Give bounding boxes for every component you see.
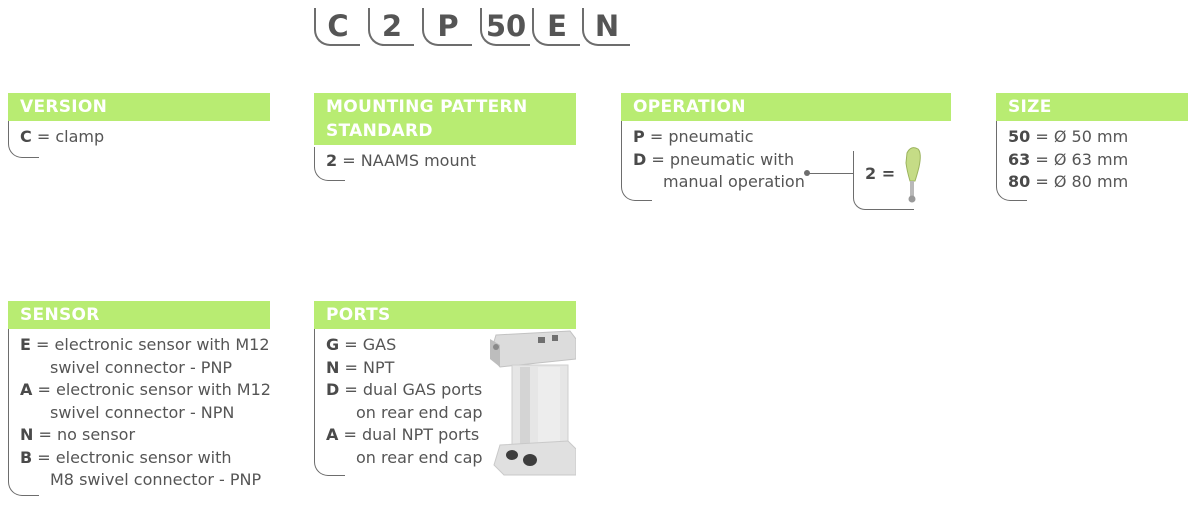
size-bracket (996, 121, 1027, 201)
size-item-50: 50 = Ø 50 mm (1008, 127, 1129, 146)
code-box-size: 50 (480, 8, 530, 46)
code-box-version: C (314, 8, 360, 46)
code-box-mounting: 2 (368, 8, 414, 46)
ports-item-d: D = dual GAS ports (326, 380, 483, 399)
ports-item-a-cont: on rear end cap (356, 448, 483, 467)
size-item-80: 80 = Ø 80 mm (1008, 172, 1129, 191)
size-section: SIZE 50 = Ø 50 mm 63 = Ø 63 mm 80 = Ø 80… (996, 93, 1188, 203)
ports-bracket (314, 329, 345, 476)
operation-item-d: D = pneumatic with (633, 150, 795, 169)
version-title: VERSION (8, 93, 270, 121)
sensor-item-e: E = electronic sensor with M12 (20, 335, 270, 354)
sensor-title: SENSOR (8, 301, 270, 329)
mounting-title: MOUNTING PATTERN STANDARD (314, 93, 576, 145)
operation-detail-label: 2 = (865, 164, 896, 183)
size-title: SIZE (996, 93, 1188, 121)
code-box-ports: N (582, 8, 630, 46)
operation-title: OPERATION (621, 93, 951, 121)
ports-item-g: G = GAS (326, 335, 397, 354)
ports-title: PORTS (314, 301, 576, 329)
sensor-bracket (8, 329, 39, 496)
sensor-item-b-cont: M8 swivel connector - PNP (50, 470, 262, 489)
sensor-item-a: A = electronic sensor with M12 (20, 380, 271, 399)
code-box-sensor: E (532, 8, 580, 46)
operation-detail-bracket (853, 151, 914, 210)
mounting-item-2: 2 = NAAMS mount (326, 151, 477, 170)
ports-item-a: A = dual NPT ports (326, 425, 480, 444)
mounting-section: MOUNTING PATTERN STANDARD 2 = NAAMS moun… (314, 93, 576, 183)
manual-lever-icon (905, 147, 921, 203)
sensor-item-b: B = electronic sensor with (20, 448, 232, 467)
operation-item-p: P = pneumatic (633, 127, 754, 146)
ports-section: PORTS G = GAS N = NPT D = dual GAS ports… (314, 301, 576, 481)
operation-bracket (621, 121, 652, 201)
sensor-item-e-cont: swivel connector - PNP (50, 358, 233, 377)
sensor-section: SENSOR E = electronic sensor with M12 sw… (8, 301, 271, 501)
version-section: VERSION C = clamp (8, 93, 270, 173)
operation-section: OPERATION P = pneumatic D = pneumatic wi… (621, 93, 951, 218)
mounting-bracket (314, 147, 345, 181)
version-bracket (8, 121, 39, 158)
size-item-63: 63 = Ø 63 mm (1008, 150, 1129, 169)
sensor-item-n: N = no sensor (20, 425, 136, 444)
ports-item-d-cont: on rear end cap (356, 403, 483, 422)
ports-item-n: N = NPT (326, 358, 395, 377)
code-box-operation: P (422, 8, 472, 46)
version-item-c: C = clamp (20, 127, 105, 146)
connector-line (807, 173, 853, 174)
cylinder-rear-ports-image (490, 329, 576, 477)
sensor-item-a-cont: swivel connector - NPN (50, 403, 235, 422)
operation-item-d-cont: manual operation (663, 172, 805, 191)
